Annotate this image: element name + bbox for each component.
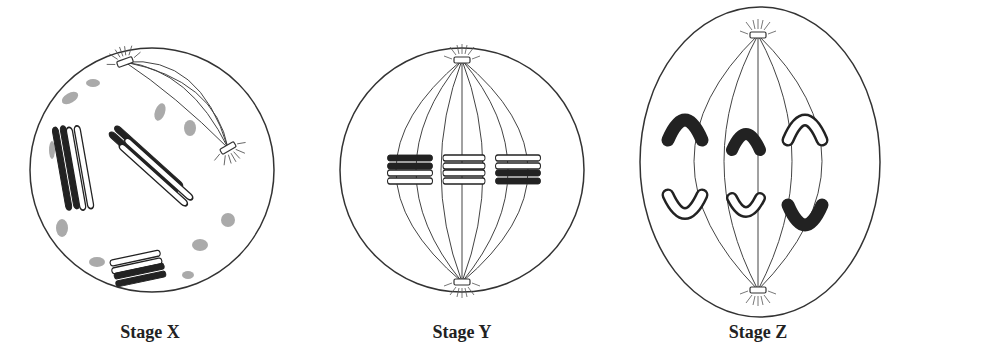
stage-label: Stage Z [729, 322, 788, 343]
stage-label: Stage X [120, 322, 180, 343]
stage-label: Stage Y [433, 322, 492, 343]
